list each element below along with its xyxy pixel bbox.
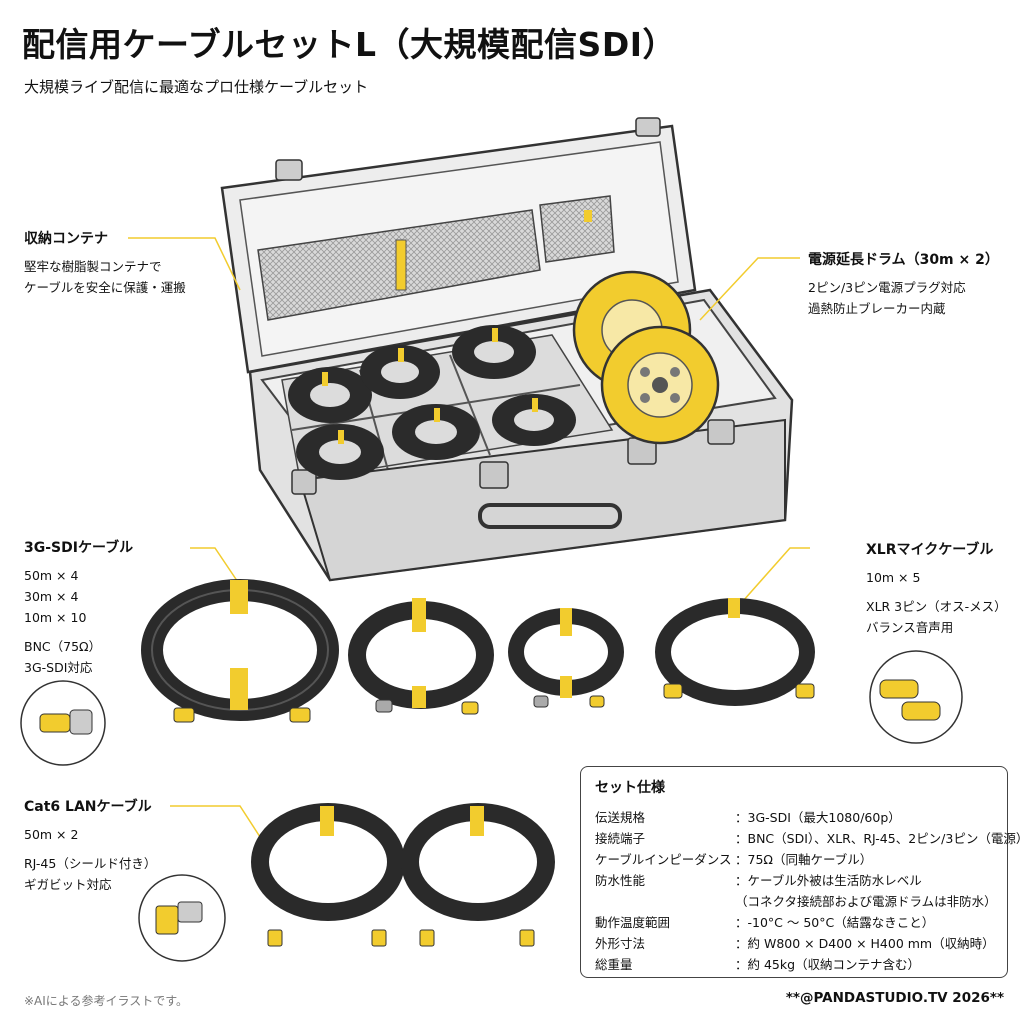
spec-value: ：約 W800 × D400 × H400 mm（収納時）: [735, 936, 995, 951]
callout-lan: Cat6 LANケーブル 50m × 2 RJ-45（シールド付き） ギガビット…: [24, 796, 156, 895]
callout-lan-line: 50m × 2: [24, 827, 79, 842]
callout-sdi: 3G-SDIケーブル 50m × 4 30m × 4 10m × 10 BNC（…: [24, 537, 133, 678]
rj45-connector-detail: [138, 874, 226, 962]
spec-row: 伝送規格 ：3G-SDI（最大1080/60p）: [595, 807, 901, 826]
callout-sdi-title: 3G-SDIケーブル: [24, 540, 134, 556]
cable-drums: [572, 270, 720, 445]
spec-key: 接続端子: [595, 831, 646, 846]
callout-sdi-line: BNC（75Ω）: [24, 639, 102, 654]
callout-lan-line: RJ-45（シールド付き）: [24, 856, 157, 871]
callout-drum: 電源延長ドラム（30m × 2） 2ピン/3ピン電源プラグ対応 過熱防止ブレーカ…: [808, 249, 999, 319]
spec-row: ケーブルインピーダンス：75Ω（同軸ケーブル）: [595, 849, 872, 868]
callout-sdi-line: 3G-SDI対応: [24, 660, 93, 675]
callout-container-line: 堅牢な樹脂製コンテナで: [24, 259, 162, 274]
callout-xlr-line: 10m × 5: [866, 570, 921, 585]
spec-key: ケーブルインピーダンス: [595, 852, 732, 867]
case-coils: [288, 325, 576, 480]
callout-sdi-line: 50m × 4: [24, 568, 79, 583]
spec-key: 動作温度範囲: [595, 915, 671, 930]
footer-note: ※AIによる参考イラストです。: [24, 994, 189, 1008]
spec-key: 防水性能: [595, 873, 646, 888]
lan-coils: [251, 803, 555, 947]
callout-xlr-title: XLRマイクケーブル: [866, 542, 994, 558]
callout-container-title: 収納コンテナ: [24, 231, 108, 247]
spec-value: ：-10°C 〜 50°C（結露なきこと）: [735, 915, 935, 930]
spec-value: ：BNC（SDI）、XLR、RJ-45、2ピン/3ピン（電源）: [735, 831, 1024, 846]
xlr-coil: [655, 598, 815, 706]
spec-key: 伝送規格: [595, 810, 646, 825]
callout-drum-line: 2ピン/3ピン電源プラグ対応: [808, 280, 966, 295]
callout-xlr-line: バランス音声用: [866, 620, 954, 635]
bnc-connector-detail: [20, 680, 106, 766]
spec-value: ：3G-SDI（最大1080/60p）: [735, 810, 901, 825]
page-title: 配信用ケーブルセットL（大規模配信SDI）: [22, 25, 676, 64]
page-subtitle: 大規模ライブ配信に最適なプロ仕様ケーブルセット: [24, 78, 369, 96]
spec-value: ：約 45kg（収納コンテナ含む）: [735, 957, 921, 972]
spec-row: （コネクタ接続部および電源ドラムは非防水）: [595, 891, 997, 910]
callout-xlr: XLRマイクケーブル 10m × 5 XLR 3ピン（オス-メス） バランス音声…: [866, 539, 1007, 638]
spec-value: ：ケーブル外被は生活防水レベル: [735, 873, 922, 888]
case-body: [248, 270, 794, 582]
spec-title: セット仕様: [595, 780, 665, 796]
spec-key: 外形寸法: [595, 936, 646, 951]
spec-row: 総重量 ：約 45kg（収納コンテナ含む）: [595, 954, 920, 973]
spec-row: 防水性能 ：ケーブル外被は生活防水レベル: [595, 870, 922, 889]
callout-lan-title: Cat6 LANケーブル: [24, 799, 152, 815]
xlr-connector-detail: [869, 650, 963, 744]
spec-box: セット仕様 伝送規格 ：3G-SDI（最大1080/60p） 接続端子 ：BNC（S…: [580, 766, 1024, 978]
spec-row: 外形寸法 ：約 W800 × D400 × H400 mm（収納時）: [595, 933, 995, 952]
spec-row: 接続端子 ：BNC（SDI）、XLR、RJ-45、2ピン/3ピン（電源）: [595, 828, 1024, 847]
callout-drum-title: 電源延長ドラム（30m × 2）: [808, 252, 999, 268]
callout-drum-line: 過熱防止ブレーカー内蔵: [808, 301, 946, 316]
sdi-coils: [141, 579, 624, 723]
callout-sdi-line: 10m × 10: [24, 610, 87, 625]
spec-key: 総重量: [595, 957, 633, 972]
footer-credit: **@PANDASTUDIO.TV 2026**: [785, 990, 1004, 1006]
spec-row: 動作温度範囲 ：-10°C 〜 50°C（結露なきこと）: [595, 912, 934, 931]
spec-value: （コネクタ接続部および電源ドラムは非防水）: [735, 894, 997, 909]
callout-container: 収納コンテナ 堅牢な樹脂製コンテナで ケーブルを安全に保護・運搬: [24, 228, 186, 298]
spec-value: ：75Ω（同軸ケーブル）: [735, 852, 873, 867]
callout-xlr-line: XLR 3ピン（オス-メス）: [866, 599, 1007, 614]
callout-lan-line: ギガビット対応: [24, 877, 112, 892]
callout-sdi-line: 30m × 4: [24, 589, 79, 604]
callout-container-line: ケーブルを安全に保護・運搬: [24, 280, 186, 295]
